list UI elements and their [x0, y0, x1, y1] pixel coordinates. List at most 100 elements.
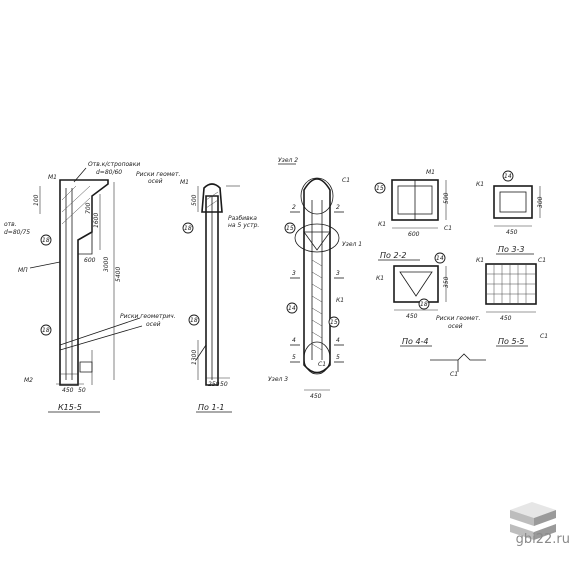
section-2-2-cage — [399, 271, 433, 297]
stirrup — [311, 343, 323, 351]
stirrup — [311, 307, 323, 315]
mark-c1: С1 — [342, 177, 350, 184]
view-caption: По 5-5 — [498, 337, 525, 346]
dim-50: 50 — [78, 387, 86, 394]
hole-dims-note: d=80/60 — [96, 169, 122, 176]
node-1-ellipse — [294, 223, 340, 253]
section-4-4-profile — [430, 353, 486, 361]
mark-c1b: С1 — [318, 361, 326, 368]
dim-600: 600 — [408, 231, 420, 238]
mark-c1: С1 — [444, 225, 452, 232]
view-caption: По 2-2 — [380, 251, 407, 260]
callout-15: 15 — [286, 225, 294, 232]
section-2-2-outline — [393, 265, 439, 303]
callout-18: 18 — [184, 225, 192, 232]
hatch-line — [61, 185, 91, 213]
geometry-marks-3-note: Риски геомет. — [436, 315, 480, 322]
dim-450: 450 — [62, 387, 74, 394]
mark-c1: С1 — [538, 257, 546, 264]
callout-bubble — [182, 222, 194, 234]
callout-14: 14 — [288, 305, 296, 312]
hole-b-dims: d=80/75 — [4, 229, 30, 236]
dim-450: 450 — [406, 313, 418, 320]
column-head — [201, 183, 223, 213]
slab-left — [510, 510, 534, 526]
callout-bubble — [40, 324, 52, 336]
mark-mp6: МП — [18, 267, 28, 274]
mark-k1: К1 — [378, 221, 386, 228]
view-upper-section-a: М1 К1 С1 500 600 15 — [374, 169, 452, 238]
leader-line — [195, 344, 207, 361]
stirrup — [311, 319, 323, 327]
dim-300: 300 — [537, 196, 544, 208]
mark-k1: К1 — [376, 275, 384, 282]
callout-bubble — [502, 170, 514, 182]
node-2-label: Узел 2 — [278, 157, 298, 164]
callout-bubble — [418, 298, 430, 310]
geometry-marks-long-axis: осей — [146, 321, 161, 328]
section-head-cage — [303, 231, 331, 251]
dim-50b: 50 — [220, 381, 228, 388]
section-3-left: 3 — [292, 270, 296, 277]
mark-m1: М1 — [426, 169, 435, 176]
callout-15: 15 — [330, 319, 338, 326]
slab-left — [510, 524, 534, 540]
callout-bubble — [286, 302, 298, 314]
watermark-text: gbi22.ru — [515, 532, 570, 547]
mark-m1: М1 — [48, 174, 57, 181]
leader-line — [59, 325, 143, 351]
view-3-3: К1 450 300 14 — [476, 170, 544, 236]
callout-bubble — [284, 222, 296, 234]
callout-bubble — [328, 316, 340, 328]
section-column-outline — [303, 178, 331, 374]
dim-450: 450 — [310, 393, 322, 400]
stirrup — [311, 283, 323, 291]
node-3-ellipse — [303, 341, 331, 375]
view-caption: К15-5 — [58, 403, 82, 412]
slab-right — [534, 524, 556, 540]
leader-line — [59, 317, 141, 346]
stacked-slabs-icon — [510, 502, 556, 540]
mark-k1: К1 — [476, 181, 484, 188]
dim-450: 450 — [506, 229, 518, 236]
hatch-line — [61, 197, 91, 225]
view-3-3-lower: По 3-3 С1 К1 Риски геомет. осей 450 — [436, 245, 546, 330]
breakdown-detail: на 5 устр. — [228, 222, 259, 229]
section-3-right: 3 — [336, 270, 340, 277]
stirrup — [311, 259, 323, 267]
dim-600: 600 — [84, 257, 96, 264]
slab-top — [510, 502, 556, 518]
view-k15-5: Отв.к/строповки d=80/60 Риски геомет. ос… — [4, 161, 180, 413]
slinging-hole-note: Отв.к/строповки — [88, 161, 140, 168]
breakdown-note: Разбивка — [228, 215, 257, 222]
geometry-marks-note: Риски геомет. — [136, 171, 180, 178]
dim-500: 500 — [443, 192, 450, 204]
section-5-left: 5 — [292, 354, 296, 361]
callout-14: 14 — [504, 173, 512, 180]
view-5-5: По 5-5 С1 — [496, 333, 548, 347]
dim-100: 100 — [33, 194, 40, 206]
callout-18: 18 — [42, 327, 50, 334]
section-4-left: 4 — [292, 337, 296, 344]
node-3-label: Узел 3 — [268, 376, 288, 383]
view-caption: По 1-1 — [198, 403, 225, 412]
dim-450: 450 — [500, 315, 512, 322]
stirrup — [311, 295, 323, 303]
dim-500: 500 — [191, 194, 198, 206]
leader-line — [73, 167, 87, 183]
column-outline — [59, 179, 109, 386]
slab-right — [534, 510, 556, 526]
view-caption: По 4-4 — [402, 337, 429, 346]
section-5-right: 5 — [336, 354, 340, 361]
hole-b-note: отв. — [4, 221, 17, 228]
mark-k1: К1 — [476, 257, 484, 264]
geometry-marks-3-axis: осей — [448, 323, 463, 330]
dim-1600: 1600 — [93, 213, 100, 228]
callout-18: 18 — [420, 301, 428, 308]
view-section-column: Узел 2 Узел 1 Узел 3 С1 К1 С1 2 2 3 3 4 … — [268, 157, 362, 400]
stirrup — [311, 271, 323, 279]
mark-c1: С1 — [540, 333, 548, 340]
geometry-marks-axis: осей — [148, 178, 163, 185]
